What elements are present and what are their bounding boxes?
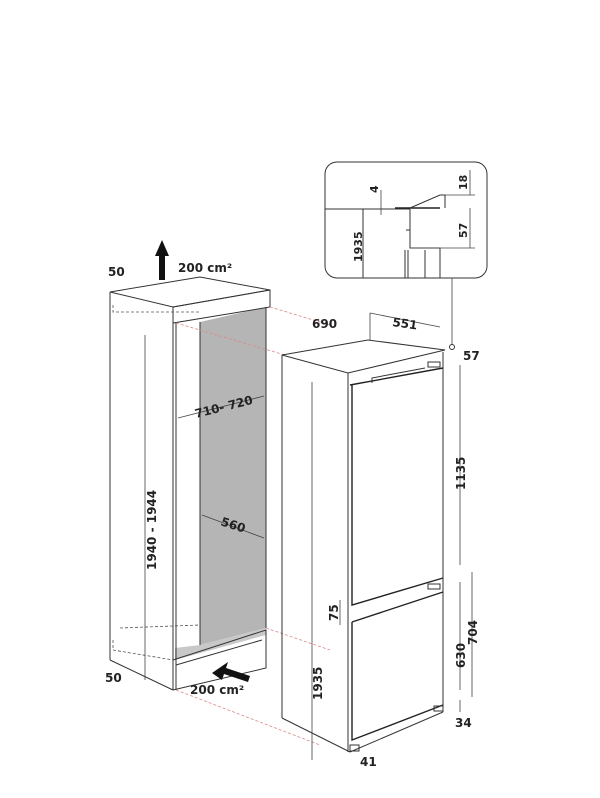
niche-height-label: 1940 - 1944 [145,490,159,570]
lower-section-height-label: 704 [466,620,480,645]
bottom-vent-area-label: 200 cm² [190,683,244,697]
top-vent-area-label: 200 cm² [178,261,232,275]
door-gap-label: 75 [327,604,341,621]
fridge-appliance: 690 551 57 1135 75 704 630 34 1935 41 [281,312,480,769]
top-offset-label: 57 [463,349,480,363]
niche-cabinet: 200 cm² 50 50 200 cm² 1940 - 1944 710- 7… [105,240,331,746]
bottom-offset-label: 34 [455,716,472,730]
inset-hinge-height-label: 57 [457,223,470,238]
total-height-label: 1935 [311,667,325,700]
cavity-back-panel [200,307,266,645]
lower-door-height-label: 630 [454,643,468,668]
upper-door-height-label: 1135 [454,457,468,490]
vent-up-arrow-icon [155,240,169,280]
inset-height-label: 1935 [352,231,365,262]
top-clearance-label: 50 [108,265,125,279]
vent-in-arrow-icon [212,662,250,682]
detail-inset: 4 1935 18 57 [324,161,488,350]
foot-offset-label: 41 [360,755,377,769]
appliance-depth-label: 690 [312,317,337,331]
appliance-width-label: 551 [392,315,419,332]
bottom-clearance-label: 50 [105,671,122,685]
inset-top-thickness-label: 18 [457,175,470,190]
inset-gap-label: 4 [368,185,381,193]
